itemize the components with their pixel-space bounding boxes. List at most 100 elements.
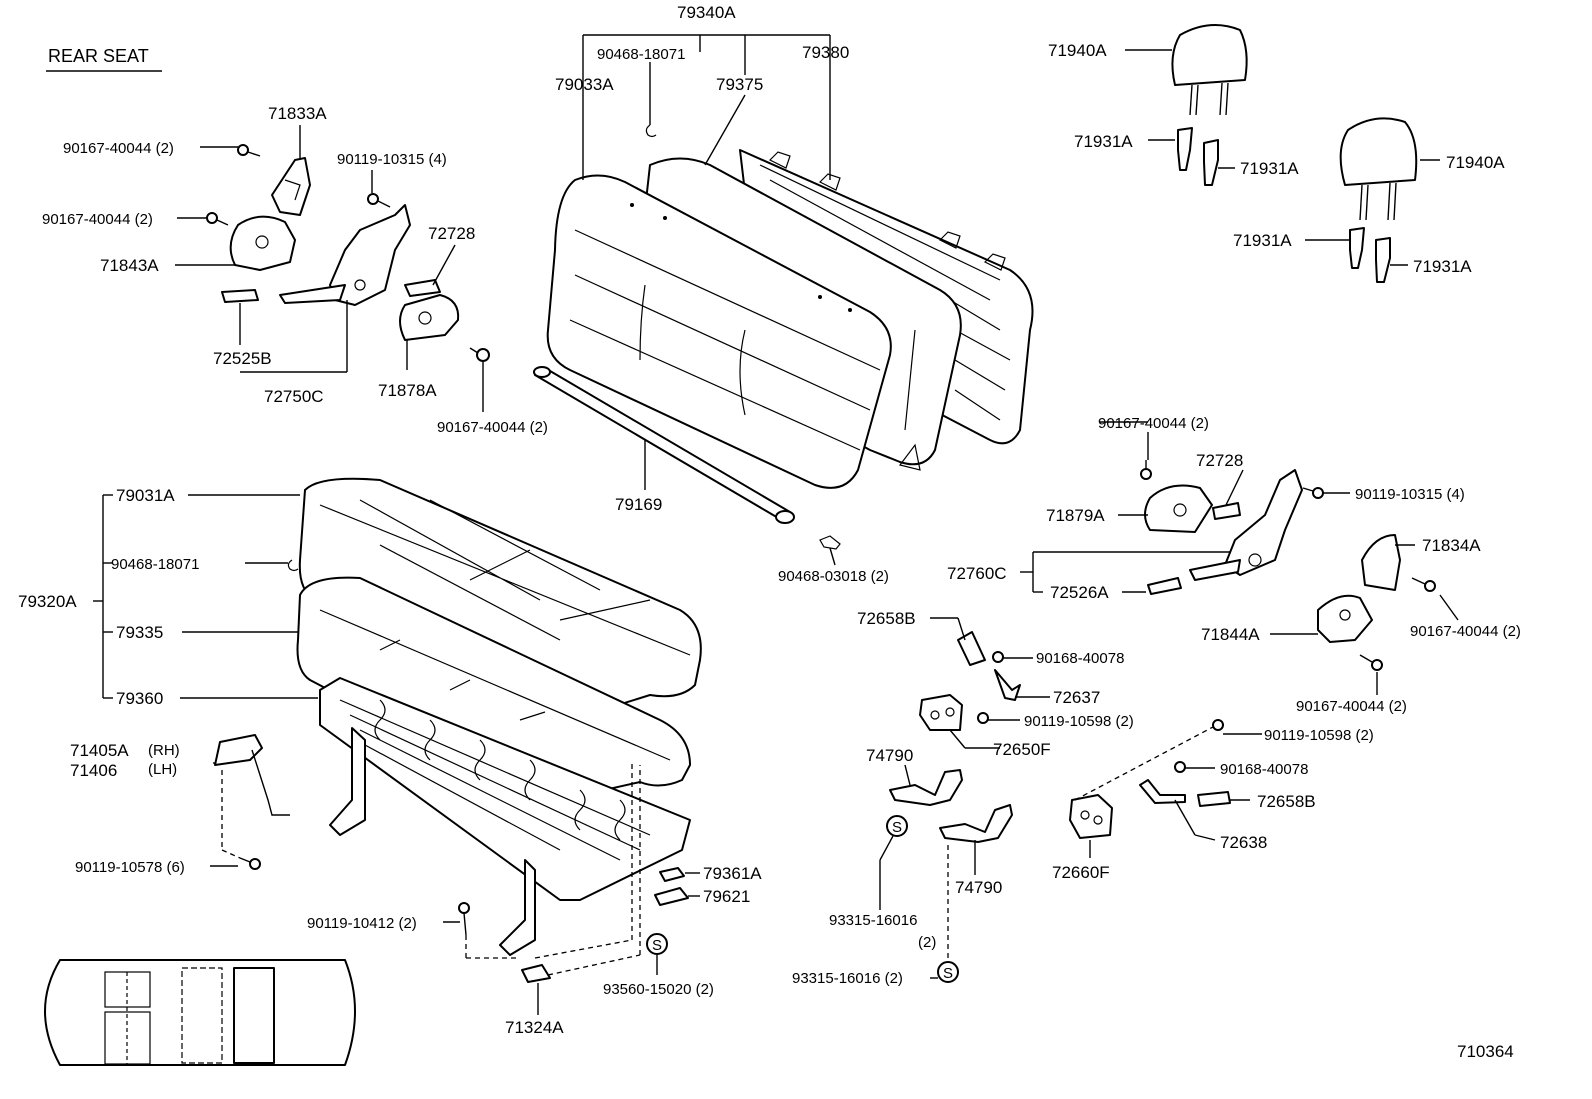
dashed-leaders: [221, 726, 1214, 976]
label-79380: 79380: [802, 43, 849, 62]
guide-71931A-2: [1203, 139, 1219, 186]
bracket-74790-2: [939, 804, 1013, 843]
label-71833A: 71833A: [268, 104, 327, 123]
label-79621: 79621: [703, 887, 750, 906]
plate-71879A: [1144, 484, 1213, 533]
label-90168-40078-2: 90168-40078: [1220, 761, 1308, 778]
label-71931A-3: 71931A: [1233, 231, 1292, 250]
label-79360: 79360: [116, 689, 163, 708]
recliner-cover-71834A: [1361, 534, 1401, 591]
headrest-71940A-1: [1171, 24, 1248, 116]
label-79033A: 79033A: [555, 75, 614, 94]
label-79320A: 79320A: [18, 592, 77, 611]
diagram-id: 710364: [1457, 1042, 1514, 1061]
cover-72658B-1: [957, 631, 986, 666]
label-79375: 79375: [716, 75, 763, 94]
recliner-cover-71843A: [229, 215, 296, 271]
seat-cushion-pad-79335: [296, 576, 691, 802]
label-93315-16016-1b: (2): [918, 934, 936, 951]
cap-71324A: [521, 964, 551, 983]
seat-frame-79360: [319, 677, 691, 956]
vehicle-floorplan: [44, 959, 356, 1066]
label-71324A: 71324A: [505, 1018, 564, 1037]
spacer-79361A: [659, 867, 685, 882]
label-71406: 71406: [70, 761, 117, 780]
label-72638: 72638: [1220, 833, 1267, 852]
label-90167-40044-d: 90167-40044 (2): [1098, 415, 1209, 432]
headrest-71940A-2: [1339, 117, 1418, 221]
bolt-90168-40078-1: [992, 651, 1004, 663]
label-90119-10598-2: 90119-10598 (2): [1264, 727, 1374, 744]
s-symbol-93315-2: S: [937, 961, 959, 983]
label-93315-16016-1a: 93315-16016: [829, 912, 917, 929]
label-79340A: 79340A: [677, 3, 736, 22]
seat-back-cover-79033A: [546, 174, 892, 489]
label-79031A: 79031A: [116, 486, 175, 505]
label-71405A: 71405A: [70, 741, 129, 760]
label-71931A-1: 71931A: [1074, 132, 1133, 151]
bolt-90167-40044-a: [237, 144, 261, 157]
hinge-72650F: [919, 694, 963, 731]
label-90167-40044-b: 90167-40044 (2): [42, 211, 153, 228]
rod-79169: [533, 366, 795, 524]
label-72658B-2: 72658B: [1257, 792, 1316, 811]
label-72637: 72637: [1053, 688, 1100, 707]
label-72660F: 72660F: [1052, 863, 1110, 882]
label-lh: (LH): [148, 761, 177, 778]
bolt-90119-10598-1: [977, 712, 989, 724]
bolt-90167-40044-d: [1140, 460, 1152, 480]
label-71878A: 71878A: [378, 381, 437, 400]
guide-71931A-1: [1177, 127, 1193, 171]
part-labels: 79340A 90468-18071 79033A 79375 79380 71…: [18, 3, 1521, 1061]
label-90167-40044-c: 90167-40044 (2): [437, 419, 548, 436]
label-90167-40044-e: 90167-40044 (2): [1410, 623, 1521, 640]
bolt-90167-40044-e: [1411, 577, 1436, 592]
label-71879A: 71879A: [1046, 506, 1105, 525]
label-90119-10598-1: 90119-10598 (2): [1024, 713, 1134, 730]
clip-90468-03018: [819, 535, 841, 550]
hinge-72660F: [1069, 794, 1113, 839]
label-90167-40044-f: 90167-40044 (2): [1296, 698, 1407, 715]
guide-71931A-4: [1375, 237, 1391, 283]
label-79361A: 79361A: [703, 864, 762, 883]
s-symbol-93315-1: S: [886, 815, 908, 837]
label-71844A: 71844A: [1201, 625, 1260, 644]
label-72760C: 72760C: [947, 564, 1007, 583]
label-72728-left: 72728: [428, 224, 475, 243]
bracket-74790-1: [889, 769, 963, 806]
label-71940A-2: 71940A: [1446, 153, 1505, 172]
recliner-cover-71833A: [271, 157, 311, 216]
bolt-90167-40044-b: [206, 212, 229, 226]
bolt-90167-40044-c: [469, 347, 490, 362]
label-90119-10412: 90119-10412 (2): [307, 915, 417, 932]
label-79335: 79335: [116, 623, 163, 642]
lever-72638: [1139, 779, 1186, 804]
label-90468-18071-left: 90468-18071: [111, 556, 199, 573]
label-71931A-4: 71931A: [1413, 257, 1472, 276]
bolt-90119-10315-left: [367, 193, 391, 208]
washer-79621: [654, 887, 689, 906]
label-72658B-1: 72658B: [857, 609, 916, 628]
label-72728-right: 72728: [1196, 451, 1243, 470]
plate-71878A: [399, 294, 460, 341]
label-93315-16016-2: 93315-16016 (2): [792, 970, 903, 987]
knob-72526A: [1147, 577, 1182, 595]
label-90167-40044-a: 90167-40044 (2): [63, 140, 174, 157]
bolt-90168-40078-2: [1174, 761, 1186, 773]
label-79169: 79169: [615, 495, 662, 514]
label-90468-18071-top: 90468-18071: [597, 46, 685, 63]
recliner-72750C: [279, 204, 411, 306]
diagram-title: REAR SEAT: [48, 46, 149, 66]
recliner-cover-71844A: [1317, 594, 1373, 643]
label-74790-2: 74790: [955, 878, 1002, 897]
label-72526A: 72526A: [1050, 583, 1109, 602]
bolt-90119-10578: [239, 857, 261, 870]
label-72750C: 72750C: [264, 387, 324, 406]
label-rh: (RH): [148, 742, 180, 759]
label-74790-1: 74790: [866, 746, 913, 765]
svg-text:S: S: [892, 819, 902, 836]
label-71931A-2: 71931A: [1240, 159, 1299, 178]
bracket-72728-left: [404, 279, 441, 297]
label-71834A: 71834A: [1422, 536, 1481, 555]
